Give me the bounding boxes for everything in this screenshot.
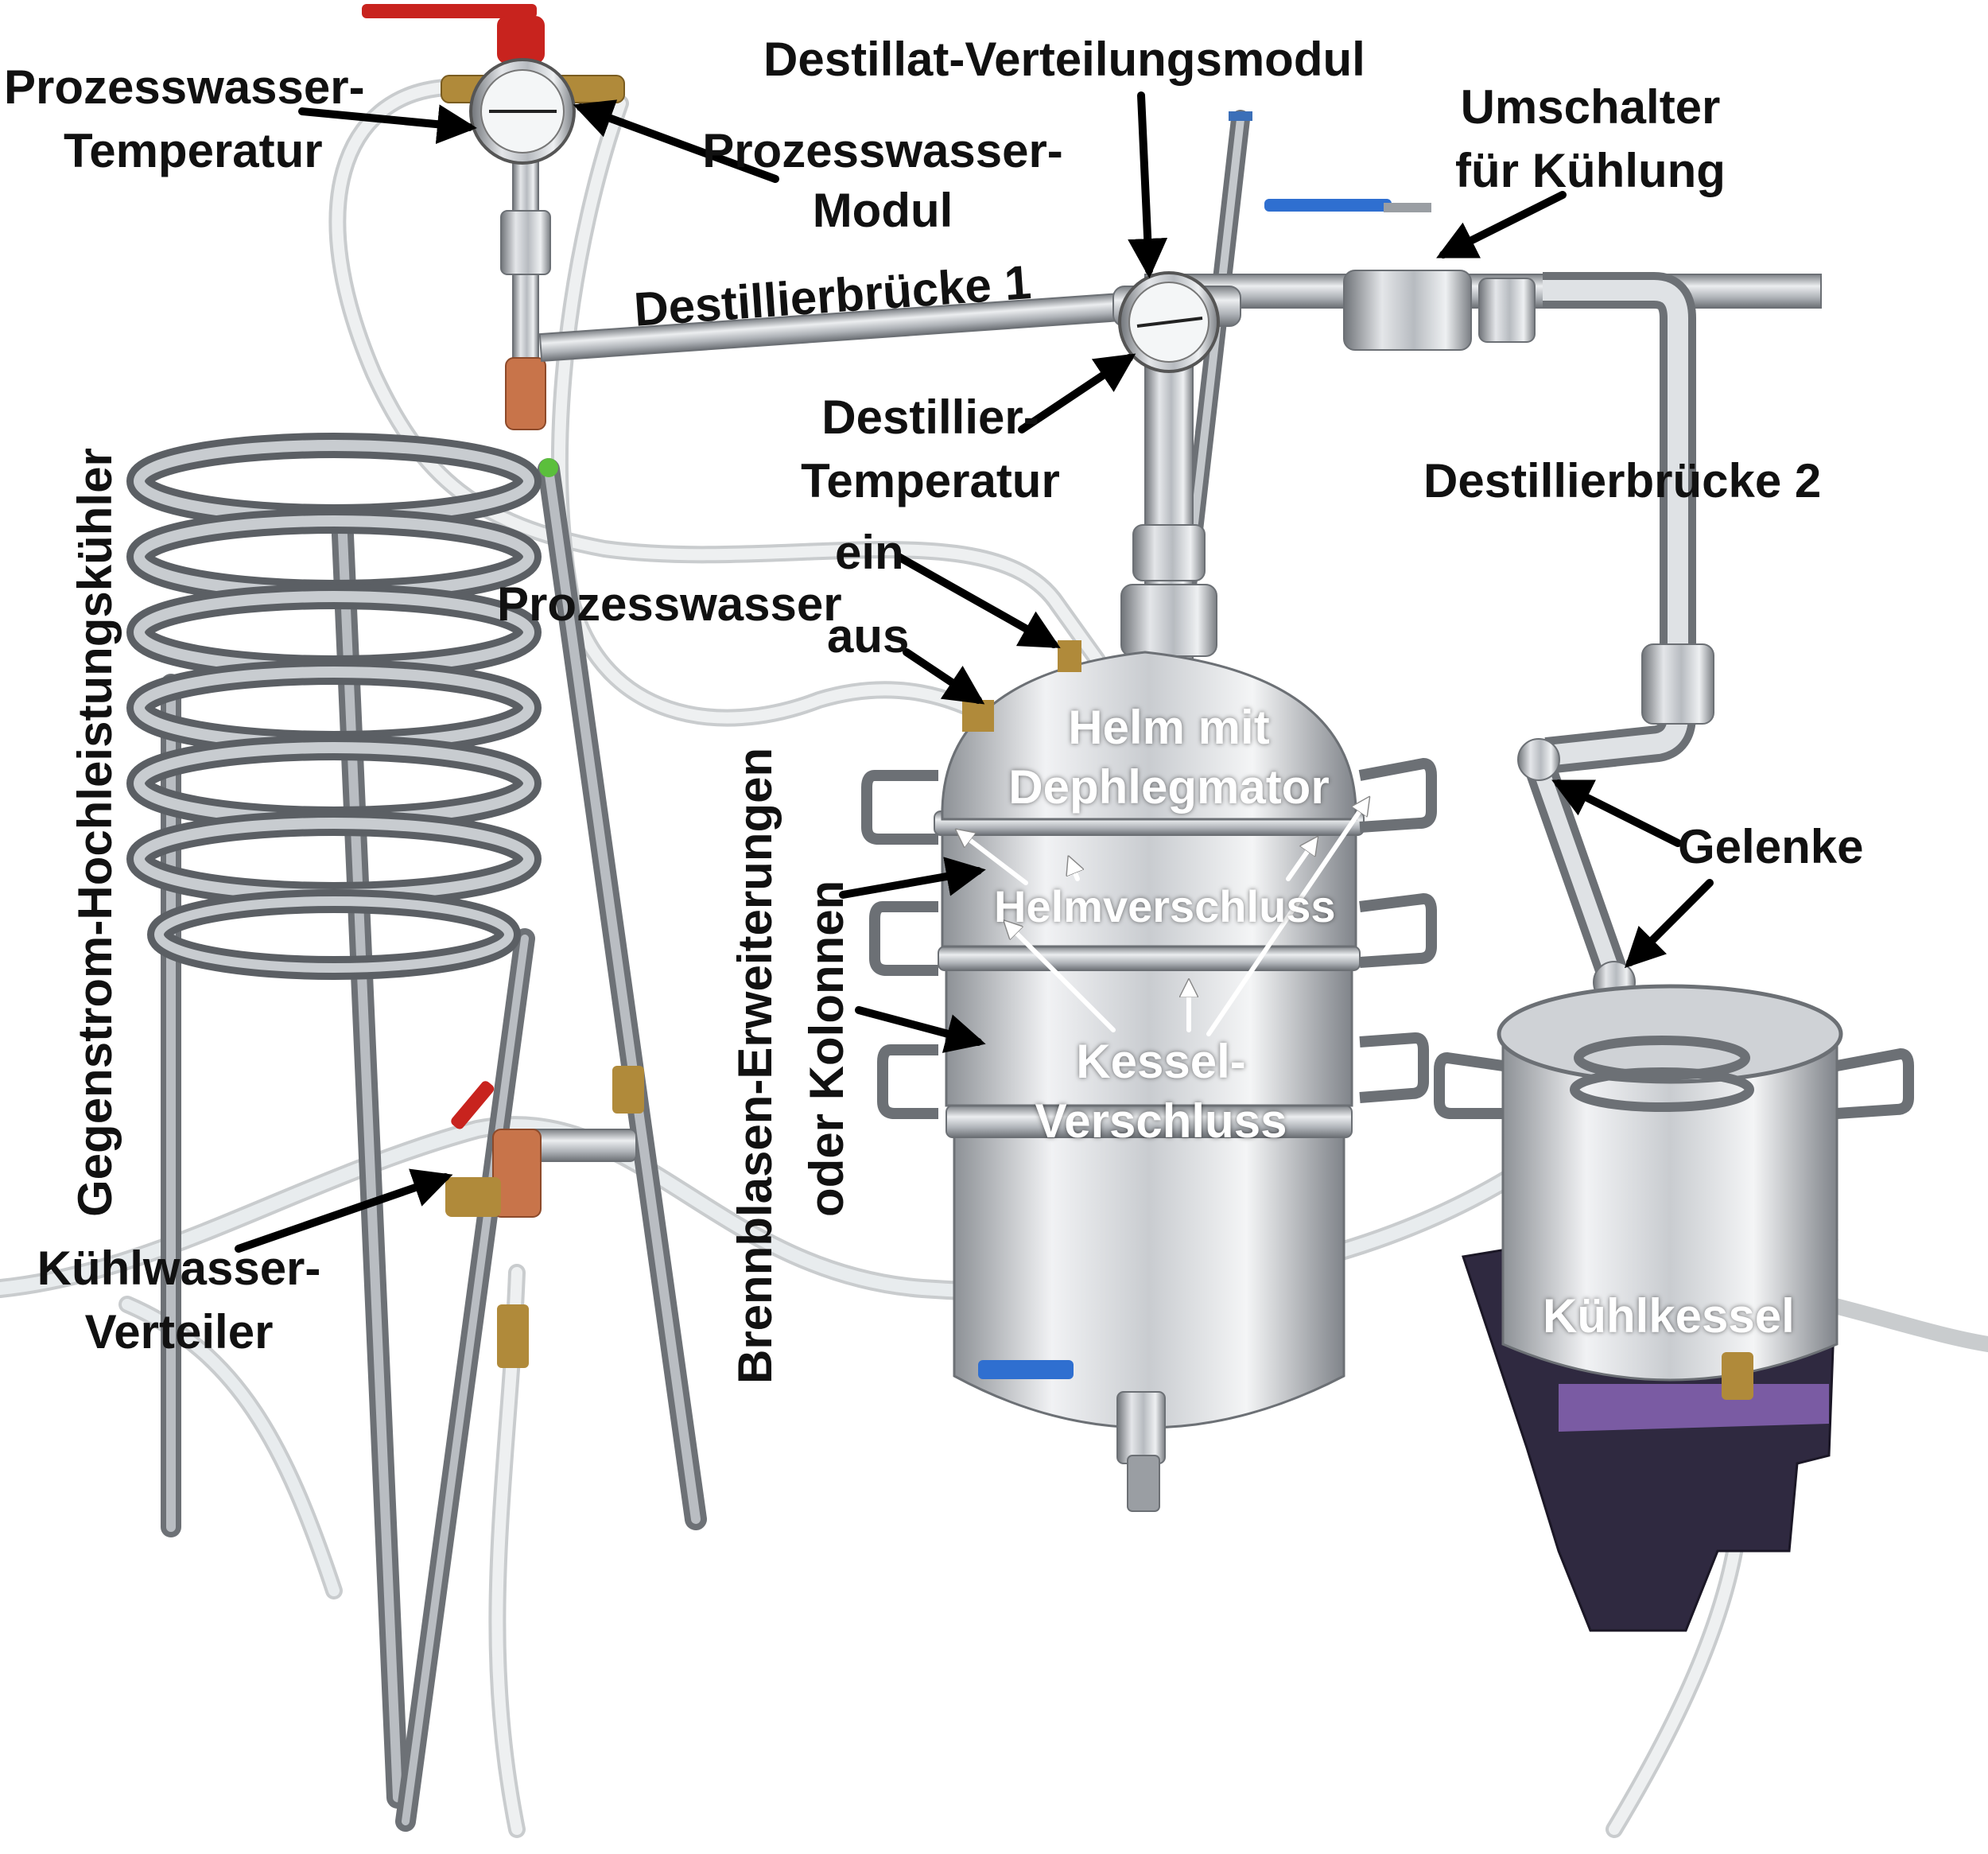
label-gelenke: Gelenke bbox=[1678, 820, 1864, 873]
arrow-helmverschluss-3 bbox=[1286, 839, 1316, 881]
label-kuehlwasser-verteiler-line2: Verteiler bbox=[84, 1305, 274, 1358]
label-destillierbruecke-2: Destillierbrücke 2 bbox=[1423, 454, 1822, 507]
label-brennblasen-line1: Brennblasen-Erweiterungen bbox=[728, 747, 782, 1384]
label-gegenstrom-hochleistungskuehler: Gegenstrom-Hochleistungskühler bbox=[68, 448, 122, 1217]
cooling-switch-valve bbox=[1264, 199, 1536, 351]
cooler-stand bbox=[161, 458, 707, 1832]
label-aus: aus bbox=[827, 609, 910, 663]
pointer-arrows-light bbox=[958, 799, 1368, 1036]
label-destillat-verteilungsmodul: Destillat-Verteilungsmodul bbox=[763, 33, 1365, 86]
arrow-aus bbox=[903, 648, 985, 705]
arrow-prozesswasser-temperatur bbox=[298, 104, 477, 145]
label-kuehlwasser-verteiler-line1: Kühlwasser- bbox=[37, 1242, 321, 1295]
label-kuehlkessel: Kühlkessel bbox=[1543, 1289, 1795, 1343]
label-prozesswasser-temperatur-line1: Prozesswasser- bbox=[4, 60, 365, 114]
label-prozesswasser-modul-line2: Modul bbox=[812, 184, 953, 237]
label-prozesswasser: Prozesswasser bbox=[497, 577, 842, 631]
arrow-destillier-temperatur bbox=[1018, 353, 1136, 433]
arrow-ein bbox=[895, 553, 1061, 648]
label-prozesswasser-modul-line1: Prozesswasser- bbox=[702, 124, 1063, 177]
arrow-kuehlwasser-verteiler bbox=[235, 1168, 453, 1253]
coil-cooler bbox=[126, 433, 542, 980]
label-brennblasen-line2: oder Kolonnen bbox=[800, 880, 853, 1217]
arrow-destillat-verteilungsmodul bbox=[1128, 91, 1168, 278]
arrow-gelenke-upper bbox=[1551, 779, 1682, 847]
arrow-prozesswasser-modul bbox=[573, 99, 779, 183]
label-destillier-temperatur-line1: Destillier- bbox=[821, 391, 1039, 444]
label-destillier-temperatur-line2: Temperatur bbox=[801, 454, 1060, 507]
label-helm-line2: Dephlegmator bbox=[1008, 760, 1330, 814]
arrow-kessel-verschluss-1 bbox=[1006, 923, 1116, 1032]
arrow-helmverschluss-1 bbox=[958, 831, 1028, 885]
label-kessel-verschluss-line1: Kessel- bbox=[1076, 1035, 1246, 1088]
process-water-module bbox=[362, 4, 625, 430]
arrow-umschalter bbox=[1436, 191, 1567, 258]
label-kessel-verschluss-line2: Verschluss bbox=[1035, 1094, 1287, 1148]
label-umschalter-line1: Umschalter bbox=[1460, 80, 1721, 134]
label-ein: ein bbox=[835, 526, 904, 579]
arrow-brennblasen-lower bbox=[855, 1006, 986, 1053]
arrow-brennblasen-upper bbox=[839, 857, 986, 899]
label-helm-line1: Helm mit bbox=[1068, 701, 1270, 754]
pointer-arrows-dark bbox=[235, 91, 1714, 1253]
arrow-helmverschluss-2 bbox=[1070, 859, 1077, 881]
label-prozesswasser-temperatur-line2: Temperatur bbox=[64, 124, 323, 177]
label-umschalter-line2: für Kühlung bbox=[1455, 144, 1726, 197]
label-helmverschluss: Helmverschluss bbox=[994, 881, 1336, 931]
cooling-water-distributor bbox=[445, 1066, 644, 1368]
cooling-kettle bbox=[1434, 984, 1914, 1632]
distillation-bridge-2 bbox=[1517, 272, 1714, 1004]
arrow-gelenke-lower bbox=[1624, 879, 1714, 969]
arrow-kessel-verschluss-3 bbox=[1206, 799, 1368, 1036]
